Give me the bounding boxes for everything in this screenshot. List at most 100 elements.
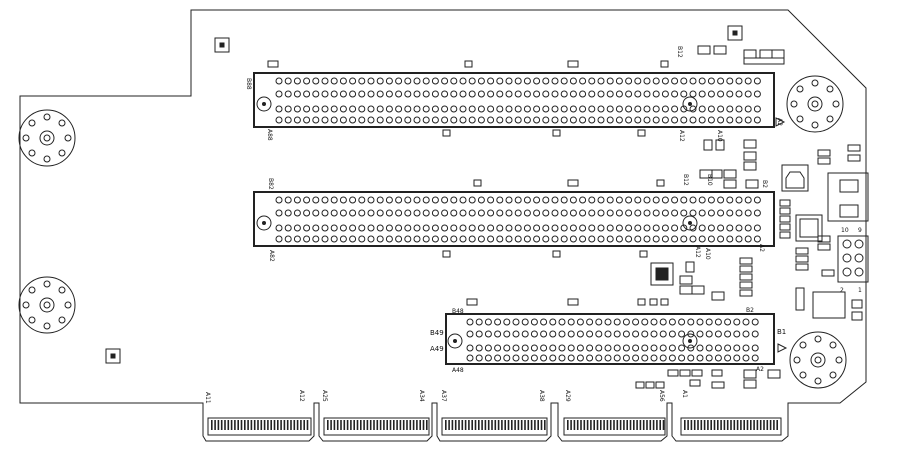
edge-finger bbox=[690, 420, 693, 430]
label-a49: A49 bbox=[430, 345, 444, 353]
connector-pin bbox=[523, 116, 531, 124]
edge-finger bbox=[257, 420, 259, 430]
connector-pin bbox=[441, 209, 449, 217]
edge-finger bbox=[733, 420, 736, 430]
label-edge-a56: A56 bbox=[658, 390, 665, 402]
connector-pin bbox=[641, 344, 649, 352]
connector-pin bbox=[707, 77, 715, 85]
edge-finger bbox=[330, 420, 332, 430]
edge-finger bbox=[567, 420, 569, 430]
connector-pin bbox=[549, 330, 557, 338]
connector-pin bbox=[714, 354, 722, 362]
connector-pin bbox=[431, 224, 439, 232]
connector-pin bbox=[468, 209, 476, 217]
connector-pin bbox=[487, 77, 495, 85]
connector-pin bbox=[275, 224, 283, 232]
connector-pin bbox=[689, 235, 697, 243]
connector-pin bbox=[625, 77, 633, 85]
smd-component bbox=[795, 255, 809, 263]
connector-pin bbox=[431, 105, 439, 113]
connector-pin bbox=[588, 196, 596, 204]
connector-pin bbox=[625, 209, 633, 217]
connector-pin bbox=[487, 235, 495, 243]
connector-pin bbox=[275, 116, 283, 124]
connector-pin bbox=[367, 209, 375, 217]
connector-pin bbox=[293, 196, 301, 204]
connector-pin bbox=[441, 224, 449, 232]
smd-component bbox=[655, 381, 665, 389]
connector-pin bbox=[459, 196, 467, 204]
connector-pin bbox=[551, 90, 559, 98]
connector-pin bbox=[496, 116, 504, 124]
connector-pin bbox=[751, 330, 759, 338]
connector-pin bbox=[339, 116, 347, 124]
connector-pin bbox=[523, 105, 531, 113]
connector-pin bbox=[634, 90, 642, 98]
connector-pin bbox=[466, 354, 474, 362]
connector-pin bbox=[477, 196, 485, 204]
connector-pin bbox=[661, 105, 669, 113]
connector-pin bbox=[477, 116, 485, 124]
edge-finger bbox=[606, 420, 609, 430]
connector-pin bbox=[523, 209, 531, 217]
connector-pin bbox=[615, 224, 623, 232]
smd-component bbox=[703, 139, 713, 151]
connector-pin bbox=[744, 209, 752, 217]
connector-pin bbox=[551, 77, 559, 85]
smd-component bbox=[739, 289, 753, 297]
edge-finger bbox=[633, 420, 635, 430]
connector-pin bbox=[726, 224, 734, 232]
smd-component bbox=[795, 247, 809, 255]
edge-finger bbox=[573, 420, 576, 430]
connector-pin bbox=[487, 209, 495, 217]
connector-pin bbox=[503, 344, 511, 352]
connector-pin bbox=[540, 330, 548, 338]
smd-component bbox=[679, 275, 693, 285]
connector-pin bbox=[523, 90, 531, 98]
connector-pin bbox=[735, 224, 743, 232]
smd-component bbox=[851, 299, 863, 309]
connector-pin bbox=[349, 77, 357, 85]
connector-pin bbox=[652, 196, 660, 204]
connector-pin bbox=[687, 318, 695, 326]
edge-finger bbox=[656, 420, 658, 430]
connector-pin bbox=[726, 116, 734, 124]
smd-component bbox=[667, 369, 679, 377]
connector-pin bbox=[569, 116, 577, 124]
edge-finger bbox=[697, 420, 699, 430]
connector-pin bbox=[459, 224, 467, 232]
connector-pin bbox=[321, 90, 329, 98]
connector-pin bbox=[569, 77, 577, 85]
connector-pin bbox=[744, 235, 752, 243]
smd-component bbox=[711, 169, 723, 179]
edge-finger bbox=[333, 420, 336, 430]
label-b49: B49 bbox=[430, 329, 444, 337]
connector-pin bbox=[413, 105, 421, 113]
edge-finger bbox=[244, 420, 246, 430]
connector-pin bbox=[275, 90, 283, 98]
connector-pin bbox=[652, 90, 660, 98]
connector-pin bbox=[742, 354, 750, 362]
connector-pin bbox=[726, 77, 734, 85]
connector-pin bbox=[339, 235, 347, 243]
connector-pin bbox=[450, 105, 458, 113]
connector-pin bbox=[625, 196, 633, 204]
connector-pin bbox=[358, 77, 366, 85]
label-a10-mid: A10 bbox=[704, 248, 711, 260]
connector-pin bbox=[376, 235, 384, 243]
connector-pin bbox=[358, 235, 366, 243]
connector-pin bbox=[753, 235, 761, 243]
edge-finger bbox=[750, 420, 752, 430]
edge-finger bbox=[616, 420, 619, 430]
smd-component bbox=[723, 179, 737, 189]
connector-pin bbox=[459, 105, 467, 113]
edge-finger bbox=[743, 420, 745, 430]
edge-finger bbox=[642, 420, 645, 430]
connector-pin bbox=[560, 224, 568, 232]
connector-mid bbox=[253, 191, 775, 247]
edge-finger bbox=[286, 420, 289, 430]
connector-pin bbox=[514, 116, 522, 124]
ic-footprints bbox=[650, 164, 869, 319]
connector-pin bbox=[671, 90, 679, 98]
edge-finger bbox=[720, 420, 722, 430]
